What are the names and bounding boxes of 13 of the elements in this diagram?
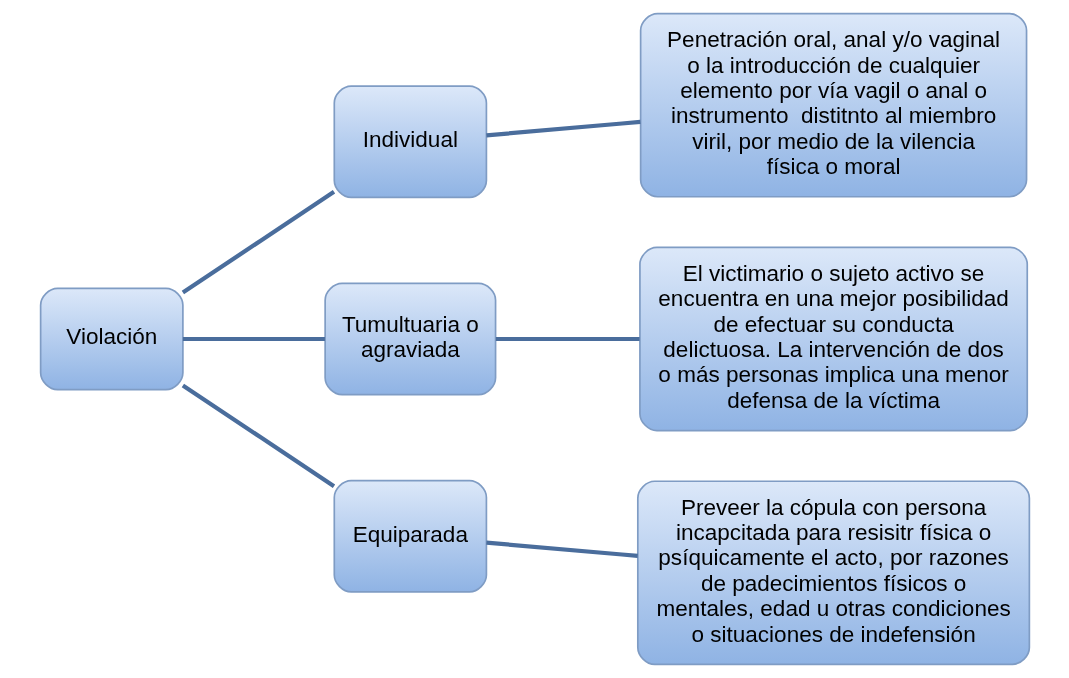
node-box: Tumultuaria o agraviada [323,282,496,396]
connector [485,119,641,138]
node-box: Equiparada [332,479,487,593]
connector [181,383,335,488]
node-box: Individual [332,85,487,199]
connector [182,336,325,342]
connector [485,540,638,558]
node-box: Preveer la cópula con persona incapcitada para resisitr física o psíquicamente el acto, por razones de padecimientos físicos o mentales, edad u otras condiciones o situaciones de indefensión [636,480,1030,666]
node-box: Violación [39,287,184,391]
connector [181,190,335,295]
node-box: Penetración oral, anal y/o vaginal o la introducción de cualquier elemento por vía vagil o anal o instrumento distitnto al miembro viril, por medio de la vilencia física o moral [639,12,1027,198]
node-box: El victimario o sujeto activo se encuentra en una mejor posibilidad de efectuar su conducta delictuosa. La intervención de dos o más personas implica una menor defensa de la víctima [638,246,1028,432]
connector [495,336,640,342]
